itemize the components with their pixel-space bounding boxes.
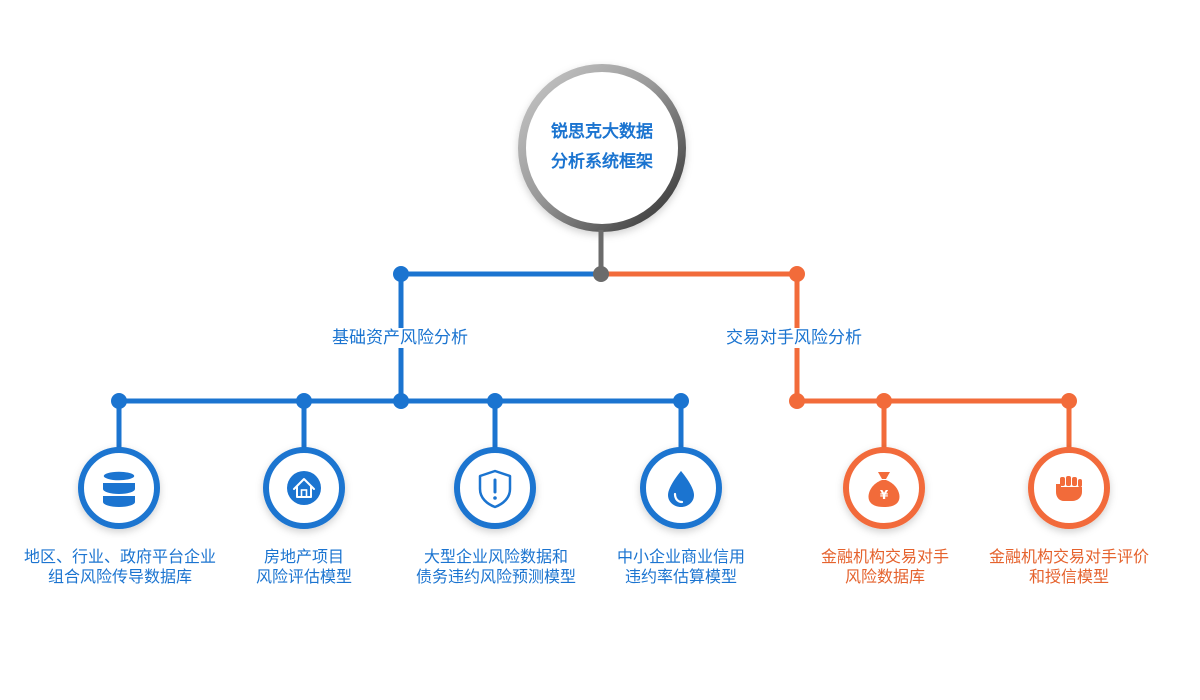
- leaf-node-6: [1028, 447, 1110, 529]
- shield-alert-icon: [478, 469, 512, 509]
- leaf-label-6-line-1: 金融机构交易对手评价: [988, 547, 1150, 566]
- leaf-dot-2: [296, 393, 312, 409]
- leaf-label-1-line-1: 地区、行业、政府平台企业: [23, 547, 217, 566]
- leaf-dot-3: [487, 393, 503, 409]
- fist-icon: [1056, 476, 1082, 501]
- right-top-dot: [789, 266, 805, 282]
- leaf-label-6: 金融机构交易对手评价 和授信模型: [989, 547, 1149, 587]
- right-branch-label: 交易对手风险分析: [720, 328, 868, 348]
- leaf-label-1-line-2: 组合风险传导数据库: [47, 567, 193, 586]
- leaf-label-2-line-2: 风险评估模型: [255, 567, 353, 586]
- leaf-label-2-line-1: 房地产项目: [263, 547, 345, 566]
- leaf-label-3: 大型企业风险数据和 债务违约风险预测模型: [416, 547, 576, 587]
- leaf-node-2: [263, 447, 345, 529]
- leaf-dot-6: [1061, 393, 1077, 409]
- water-drop-icon: [668, 471, 694, 507]
- leaf-dot-4: [673, 393, 689, 409]
- root-title-line-2: 分析系统框架: [551, 152, 653, 172]
- root-title: 锐思克大数据 分析系统框架: [530, 117, 674, 177]
- left-top-dot: [393, 266, 409, 282]
- house-icon: [287, 471, 321, 505]
- svg-text:¥: ¥: [880, 488, 889, 502]
- leaf-dot-1: [111, 393, 127, 409]
- root-title-line-1: 锐思克大数据: [551, 122, 653, 142]
- left-branch-label: 基础资产风险分析: [326, 328, 474, 348]
- leaf-label-5-line-2: 风险数据库: [844, 567, 926, 586]
- leaf-label-2: 房地产项目 风险评估模型: [256, 547, 352, 587]
- leaf-label-6-line-2: 和授信模型: [1028, 567, 1110, 586]
- money-bag-icon: ¥: [868, 472, 900, 507]
- database-icon: [102, 470, 136, 507]
- leaf-label-4-line-1: 中小企业商业信用: [616, 547, 746, 566]
- left-bus-center-dot: [393, 393, 409, 409]
- leaf-label-3-line-2: 债务违约风险预测模型: [415, 567, 577, 586]
- leaf-label-3-line-1: 大型企业风险数据和: [423, 547, 569, 566]
- leaf-dot-5: [876, 393, 892, 409]
- leaf-label-5: 金融机构交易对手 风险数据库: [821, 547, 949, 587]
- leaf-label-4: 中小企业商业信用 违约率估算模型: [617, 547, 745, 587]
- leaf-node-1: [78, 447, 160, 529]
- leaf-node-5: ¥: [843, 447, 925, 529]
- leaf-label-5-line-1: 金融机构交易对手: [820, 547, 950, 566]
- leaf-label-4-line-2: 违约率估算模型: [624, 567, 738, 586]
- root-node: [518, 64, 686, 232]
- right-bus-start-dot: [789, 393, 805, 409]
- leaf-node-3: [454, 447, 536, 529]
- hub-dot: [593, 266, 609, 282]
- leaf-label-1: 地区、行业、政府平台企业 组合风险传导数据库: [24, 547, 216, 587]
- leaf-node-4: [640, 447, 722, 529]
